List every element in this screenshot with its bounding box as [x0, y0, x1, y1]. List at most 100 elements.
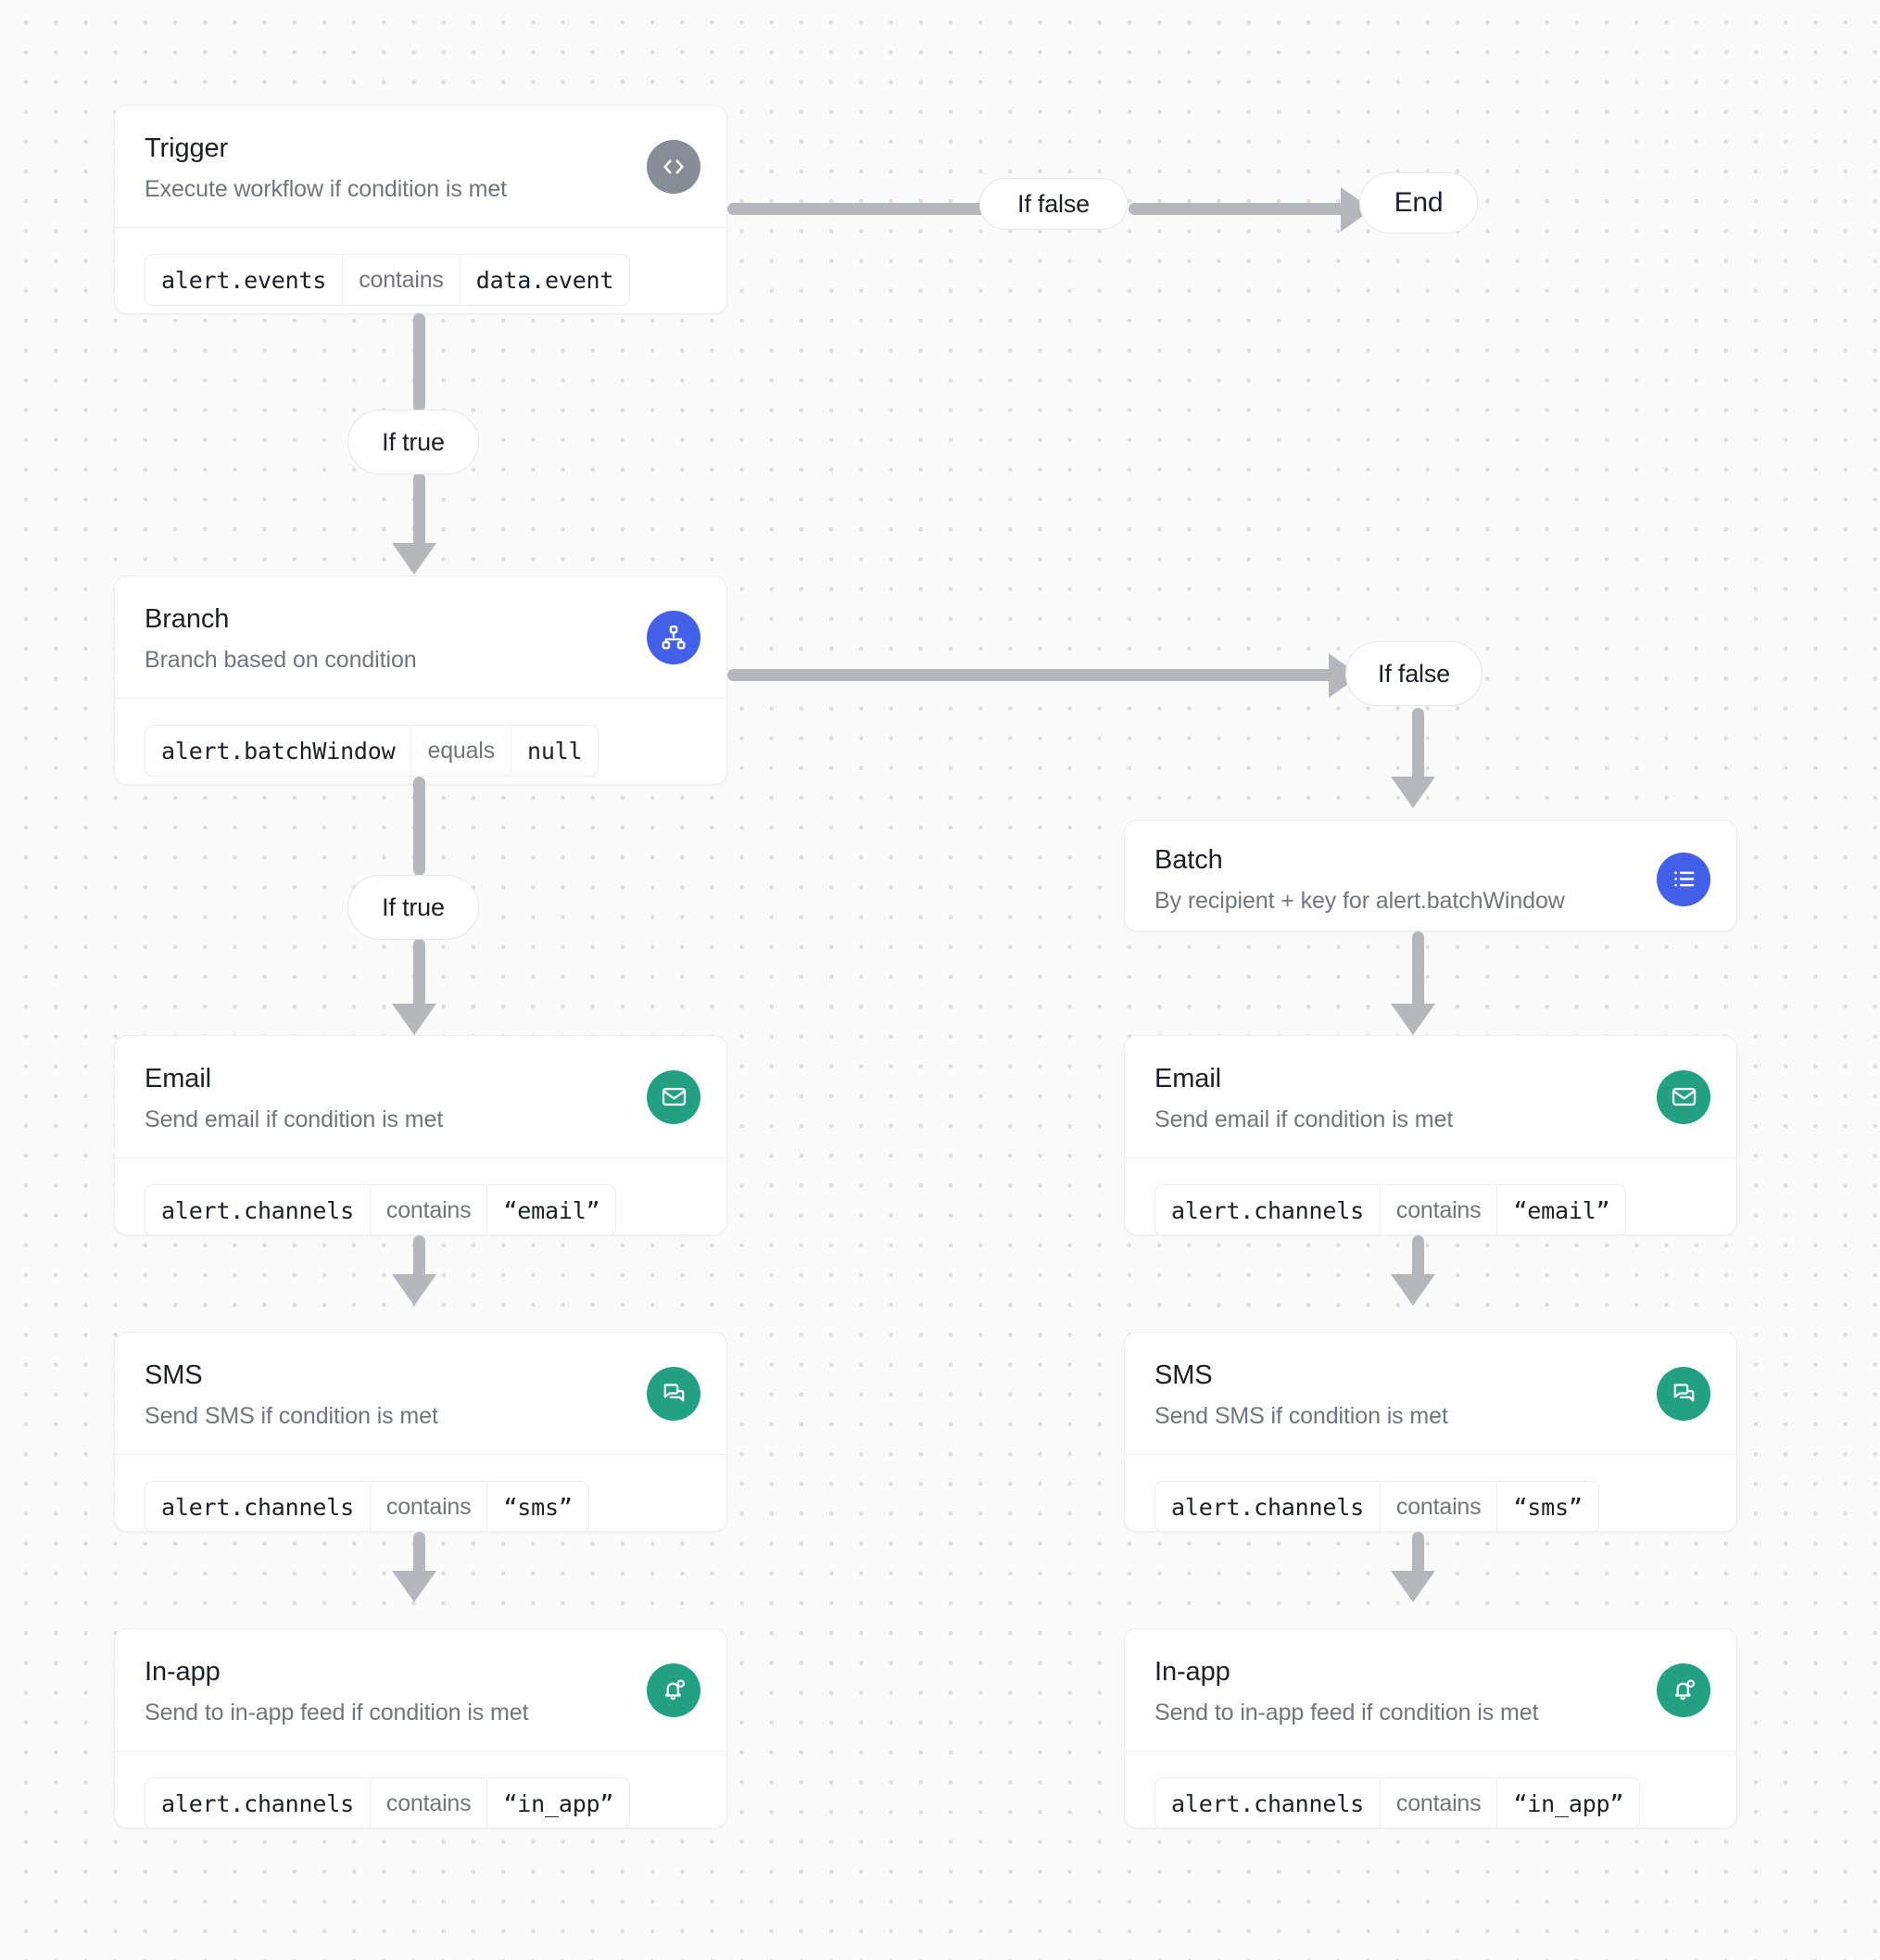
- node-subtitle: Send SMS if condition is met: [145, 1403, 438, 1430]
- node-card-sms-left[interactable]: SMS Send SMS if condition is met alert.c…: [114, 1332, 727, 1532]
- pill-label: End: [1394, 187, 1444, 218]
- list-icon: [1657, 852, 1710, 906]
- card-header: Email Send email if condition is met: [1125, 1036, 1736, 1157]
- condition-value: null: [510, 726, 598, 777]
- node-card-trigger[interactable]: Trigger Execute workflow if condition is…: [114, 105, 727, 314]
- node-title: SMS: [1154, 1360, 1213, 1390]
- card-header: Trigger Execute workflow if condition is…: [115, 106, 726, 227]
- node-title: Email: [145, 1064, 212, 1094]
- bell-badge-icon: [1657, 1663, 1710, 1717]
- bell-badge-icon: [647, 1663, 700, 1717]
- node-card-branch[interactable]: Branch Branch based on condition alert.b…: [114, 575, 727, 785]
- chat-bubbles-icon: [647, 1366, 700, 1421]
- condition-operator: contains: [369, 1778, 487, 1827]
- connector-email-to-sms-left: [413, 1235, 425, 1280]
- node-subtitle: Send email if condition is met: [1154, 1106, 1454, 1133]
- condition-chip[interactable]: alert.channels contains “sms”: [1154, 1481, 1599, 1531]
- node-title: Branch: [145, 604, 230, 634]
- pill-label: If true: [382, 892, 445, 921]
- node-title: SMS: [145, 1360, 203, 1390]
- arrow-to-sms-left: [392, 1274, 436, 1306]
- node-subtitle: Send SMS if condition is met: [1154, 1403, 1448, 1430]
- condition-value: “in_app”: [1496, 1778, 1639, 1827]
- pill-label: If true: [382, 427, 445, 456]
- envelope-icon: [647, 1069, 700, 1124]
- condition-chip[interactable]: alert.events contains data.event: [145, 254, 631, 307]
- card-header: Batch By recipient + key for alert.batch…: [1125, 821, 1736, 930]
- condition-value: “email”: [486, 1185, 615, 1234]
- condition-operator: contains: [1379, 1482, 1497, 1531]
- connector-iffalse-to-end: [1129, 203, 1346, 215]
- arrow-to-inapp-left: [392, 1571, 436, 1602]
- connector-email-to-sms-right: [1412, 1235, 1424, 1280]
- connector-branch-to-iftrue: [413, 777, 425, 876]
- node-subtitle: Branch based on condition: [145, 647, 417, 674]
- card-body: alert.channels contains “email”: [115, 1157, 726, 1234]
- condition-chip[interactable]: alert.channels contains “email”: [1154, 1184, 1627, 1234]
- condition-value: data.event: [459, 255, 630, 306]
- connector-sms-to-inapp-right: [1412, 1532, 1424, 1576]
- condition-operand: alert.channels: [161, 1196, 354, 1224]
- node-subtitle: Execute workflow if condition is met: [145, 176, 508, 203]
- pill-end[interactable]: End: [1359, 172, 1478, 234]
- arrow-to-sms-right: [1391, 1274, 1435, 1306]
- arrow-to-inapp-right: [1391, 1571, 1435, 1602]
- condition-operator: equals: [410, 726, 510, 777]
- pill-branch-if-false[interactable]: If false: [1345, 641, 1483, 706]
- condition-operand: alert.channels: [161, 1789, 354, 1817]
- card-header: In-app Send to in-app feed if condition …: [115, 1629, 726, 1751]
- arrow-to-branch: [392, 543, 436, 575]
- node-title: In-app: [1154, 1657, 1230, 1687]
- connector-branch-to-iffalse: [727, 669, 1334, 681]
- node-subtitle: Send to in-app feed if condition is met: [1154, 1700, 1539, 1726]
- node-subtitle: Send to in-app feed if condition is met: [145, 1700, 529, 1726]
- node-card-inapp-left[interactable]: In-app Send to in-app feed if condition …: [114, 1628, 727, 1828]
- node-title: Trigger: [145, 133, 229, 163]
- connector-iftrue-to-email: [413, 939, 425, 1009]
- condition-operator: contains: [369, 1482, 487, 1531]
- envelope-icon: [1657, 1069, 1710, 1124]
- condition-operator: contains: [369, 1185, 487, 1234]
- node-title: In-app: [145, 1657, 221, 1687]
- node-card-inapp-right[interactable]: In-app Send to in-app feed if condition …: [1124, 1628, 1737, 1828]
- connector-trigger-to-iffalse: [727, 203, 987, 215]
- node-card-sms-right[interactable]: SMS Send SMS if condition is met alert.c…: [1124, 1332, 1737, 1532]
- code-brackets-icon: [647, 139, 700, 194]
- condition-operand: alert.channels: [1171, 1196, 1364, 1224]
- pill-branch-if-true[interactable]: If true: [347, 875, 479, 940]
- card-body: alert.channels contains “in_app”: [115, 1751, 726, 1827]
- condition-operand: alert.batchWindow: [161, 737, 396, 765]
- condition-chip[interactable]: alert.channels contains “in_app”: [145, 1777, 631, 1827]
- condition-operand: alert.channels: [1171, 1493, 1364, 1521]
- node-title: Batch: [1154, 845, 1223, 875]
- condition-operator: contains: [1379, 1185, 1497, 1234]
- card-header: Branch Branch based on condition: [115, 576, 726, 698]
- card-body: alert.batchWindow equals null: [115, 698, 726, 784]
- card-body: alert.channels contains “sms”: [1125, 1454, 1736, 1531]
- condition-value: “sms”: [1496, 1482, 1597, 1531]
- condition-chip[interactable]: alert.channels contains “sms”: [145, 1481, 589, 1531]
- node-card-email-right[interactable]: Email Send email if condition is met ale…: [1124, 1035, 1737, 1235]
- card-header: SMS Send SMS if condition is met: [1125, 1333, 1736, 1454]
- condition-chip[interactable]: alert.channels contains “email”: [145, 1184, 617, 1234]
- condition-operand: alert.channels: [161, 1493, 354, 1521]
- node-subtitle: Send email if condition is met: [145, 1106, 444, 1133]
- pill-label: If false: [1378, 659, 1450, 688]
- condition-value: “email”: [1496, 1185, 1625, 1234]
- condition-value: “sms”: [486, 1482, 587, 1531]
- condition-value: “in_app”: [486, 1778, 629, 1827]
- card-body: alert.channels contains “email”: [1125, 1157, 1736, 1234]
- arrow-to-email-left: [392, 1004, 436, 1035]
- pill-trigger-if-false[interactable]: If false: [979, 178, 1128, 230]
- condition-chip[interactable]: alert.batchWindow equals null: [145, 725, 599, 778]
- pill-trigger-if-true[interactable]: If true: [347, 410, 479, 474]
- condition-chip[interactable]: alert.channels contains “in_app”: [1154, 1777, 1641, 1827]
- arrow-to-email-right: [1391, 1004, 1435, 1035]
- card-header: SMS Send SMS if condition is met: [115, 1333, 726, 1454]
- node-card-batch[interactable]: Batch By recipient + key for alert.batch…: [1124, 820, 1737, 931]
- card-header: In-app Send to in-app feed if condition …: [1125, 1629, 1736, 1751]
- connector-trigger-to-iftrue: [413, 313, 425, 411]
- node-card-email-left[interactable]: Email Send email if condition is met ale…: [114, 1035, 727, 1235]
- card-body: alert.channels contains “in_app”: [1125, 1751, 1736, 1827]
